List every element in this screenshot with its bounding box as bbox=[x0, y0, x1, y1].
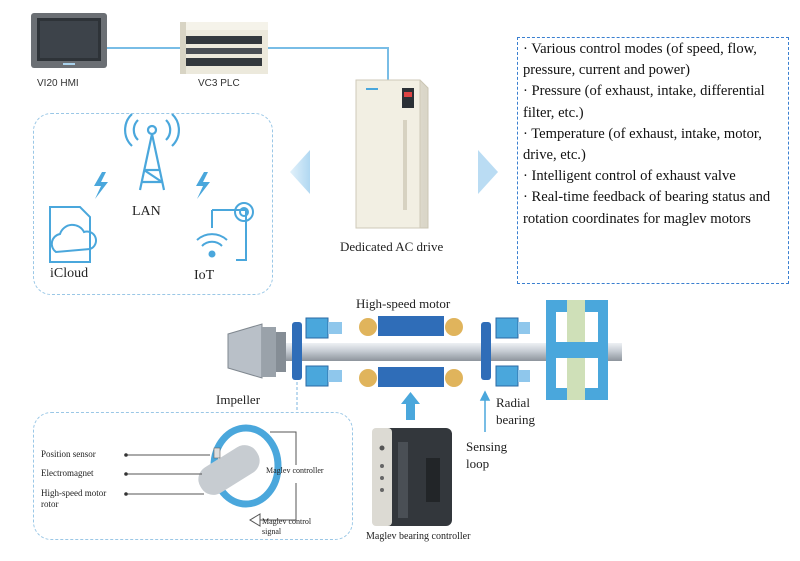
hmi-device bbox=[31, 13, 107, 68]
icloud-label: iCloud bbox=[50, 266, 89, 281]
icloud-icon bbox=[49, 206, 97, 263]
sensing-loop-arrow bbox=[479, 390, 491, 432]
lightning-icon bbox=[94, 172, 108, 199]
control-signal-label: Maglev control signal bbox=[262, 517, 312, 536]
features-box: · Various control modes (of speed, flow,… bbox=[517, 37, 789, 284]
lan-label: LAN bbox=[132, 204, 161, 219]
maglev-controller-label: Maglev bearing controller bbox=[366, 531, 471, 542]
radial-bearing-label: Radial bearing bbox=[496, 395, 535, 427]
electromagnet-label: Electromagnet bbox=[41, 468, 94, 478]
position-sensor-label: Position sensor bbox=[41, 449, 96, 459]
feature-item: · Real-time feedback of bearing status a… bbox=[523, 189, 771, 227]
feature-item: · Intelligent control of exhaust valve bbox=[523, 168, 736, 185]
shaft bbox=[262, 343, 622, 361]
maglev-detail-panel bbox=[33, 412, 353, 540]
ac-drive-device bbox=[355, 79, 429, 229]
bearing-plate-right bbox=[481, 322, 491, 380]
iot-icon bbox=[196, 202, 254, 261]
feature-item: · Temperature (of exhaust, intake, motor… bbox=[523, 125, 762, 164]
sensing-loop-label: Sensing loop bbox=[466, 439, 508, 471]
network-panel bbox=[33, 113, 273, 295]
hmi-label: VI20 HMI bbox=[37, 78, 79, 89]
left-arrow-shape bbox=[290, 150, 310, 194]
motor-coils bbox=[359, 316, 463, 387]
iot-label: IoT bbox=[194, 268, 215, 283]
controller-arrow bbox=[401, 392, 420, 420]
impeller-label: Impeller bbox=[216, 392, 261, 407]
maglev-detail-drawing bbox=[124, 424, 297, 527]
lan-tower-icon bbox=[124, 113, 180, 191]
plc-label: VC3 PLC bbox=[198, 78, 240, 89]
plc-device bbox=[180, 22, 268, 74]
bearing-blocks bbox=[305, 317, 530, 387]
drive-label: Dedicated AC drive bbox=[340, 239, 444, 254]
maglev-controller-device bbox=[372, 428, 452, 526]
maglev-controller-small-label: Maglev controller bbox=[266, 466, 324, 475]
rotor-label: High-speed motor rotor bbox=[41, 488, 107, 509]
coupling bbox=[546, 300, 608, 400]
bearing-plate-left bbox=[292, 322, 302, 380]
motor-label: High-speed motor bbox=[356, 296, 451, 311]
right-arrow-shape bbox=[478, 150, 498, 194]
feature-item: · Pressure (of exhaust, intake, differen… bbox=[523, 83, 765, 121]
feature-item: · Various control modes (of speed, flow,… bbox=[523, 41, 757, 79]
impeller bbox=[227, 323, 286, 379]
connection-lines bbox=[106, 47, 389, 82]
lightning-icon bbox=[196, 172, 210, 199]
